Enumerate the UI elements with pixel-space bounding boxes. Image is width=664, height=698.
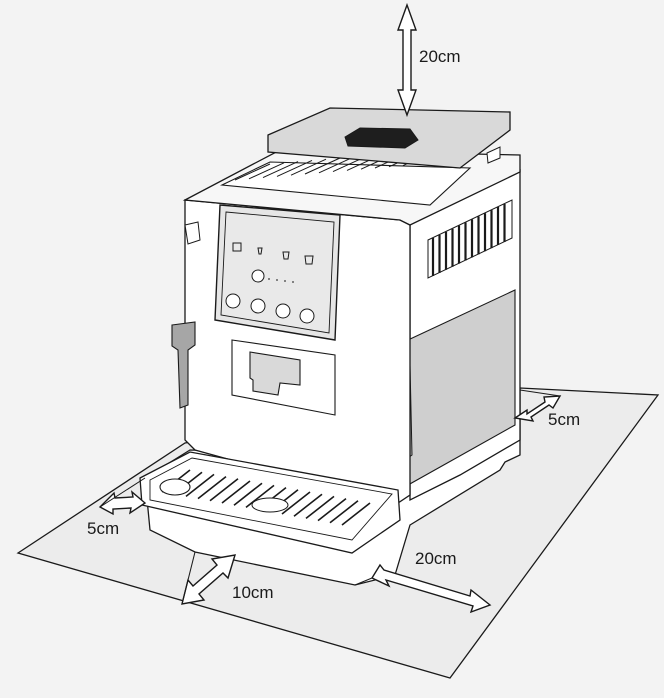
panel-button-4	[299, 308, 315, 324]
leader-lines	[99, 389, 561, 605]
arrow-front	[181, 554, 237, 605]
left-clearance-label: 5cm	[87, 519, 120, 538]
long-coffee-icon	[304, 255, 314, 265]
drip-tray-slot	[305, 495, 335, 520]
top-grill-slot	[262, 161, 299, 179]
panel-button-1	[225, 293, 241, 309]
drip-tray-slot	[317, 497, 347, 522]
indicator-dots	[268, 278, 294, 283]
cup-icon	[232, 242, 242, 252]
coffee-icon	[282, 251, 290, 260]
drip-tray-slot	[281, 491, 311, 515]
drip-tray-slot	[293, 493, 323, 517]
top-grill-slot	[290, 158, 327, 176]
drip-tray-float	[159, 478, 191, 496]
side-clearance-label: 20cm	[415, 549, 457, 568]
top-grill-slot	[276, 159, 313, 177]
steam-wand	[171, 321, 196, 409]
panel-button-2	[250, 298, 266, 314]
front-clearance-label: 10cm	[232, 583, 274, 602]
top-clearance-label: 20cm	[419, 47, 461, 66]
top-grill-slot	[234, 163, 271, 181]
steam-knob	[184, 221, 201, 245]
top-grill-slot	[318, 156, 355, 174]
top-grill-slot	[248, 162, 285, 180]
cup-rest-center	[251, 497, 289, 513]
coffee-spout	[249, 351, 301, 396]
drip-tray-slot	[209, 478, 239, 502]
lid-handle	[344, 127, 419, 149]
side-vents	[427, 199, 513, 279]
panel-button-3	[275, 303, 291, 319]
control-panel-face	[220, 211, 335, 334]
arrow-top	[397, 2, 417, 118]
drip-tray-slot	[221, 480, 251, 504]
drip-tray-slot	[233, 482, 263, 506]
clearance-arrows	[98, 2, 562, 614]
drip-tray-slot	[329, 500, 359, 524]
drip-tray-slot	[341, 502, 371, 526]
panel-buttons	[225, 269, 315, 324]
arrow-side	[370, 563, 492, 614]
drip-tray-slot	[185, 473, 215, 498]
panel-dial	[251, 269, 265, 283]
drip-tray-slot	[197, 475, 227, 500]
drip-tray-slot	[245, 484, 275, 509]
right-clearance-label: 5cm	[548, 410, 581, 429]
espresso-icon	[257, 247, 263, 255]
top-grill-slot	[304, 157, 341, 175]
panel-icons	[232, 242, 314, 283]
arrow-left	[98, 490, 147, 516]
lid-tab	[486, 146, 501, 164]
